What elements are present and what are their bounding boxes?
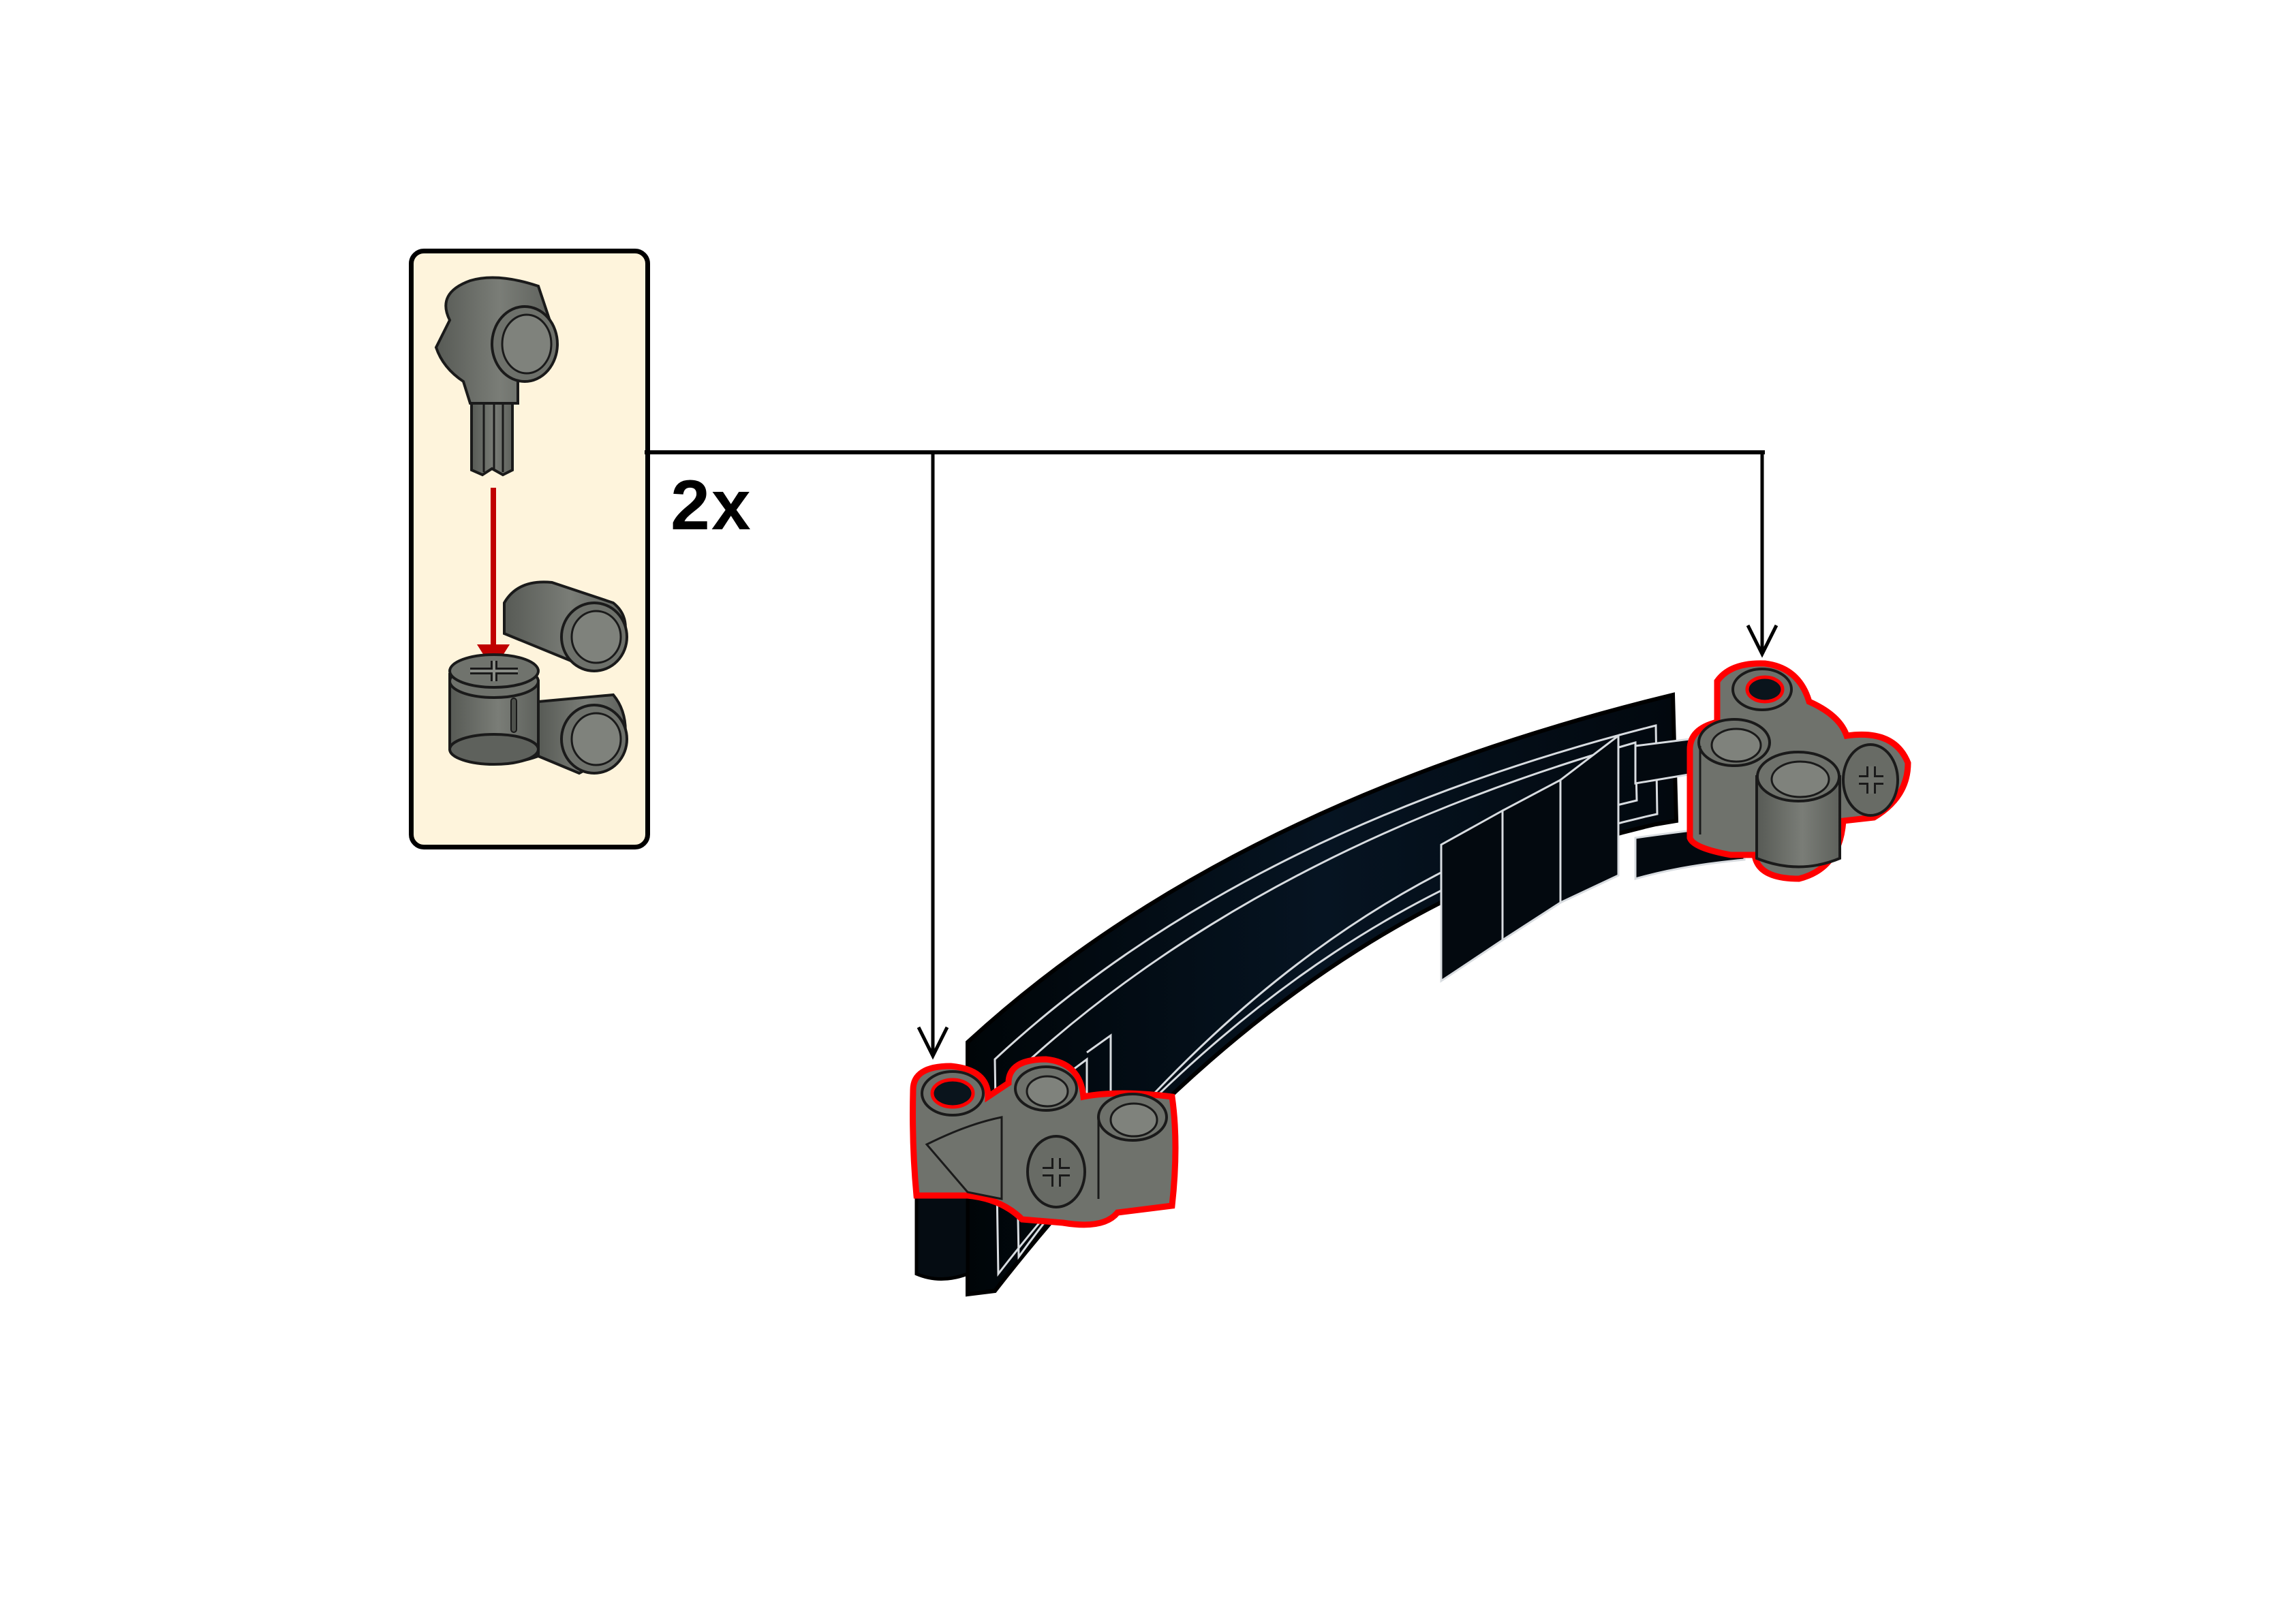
assembly-direction-arrow [477, 488, 510, 670]
left-connector-subassembly [910, 1056, 1179, 1228]
quantity-label: 2x [671, 466, 752, 545]
callout-part-connector [448, 580, 628, 775]
callout-part-axle-pin [434, 276, 559, 477]
right-connector-subassembly [1686, 660, 1911, 882]
callout-pointer-lines [645, 450, 1778, 1060]
